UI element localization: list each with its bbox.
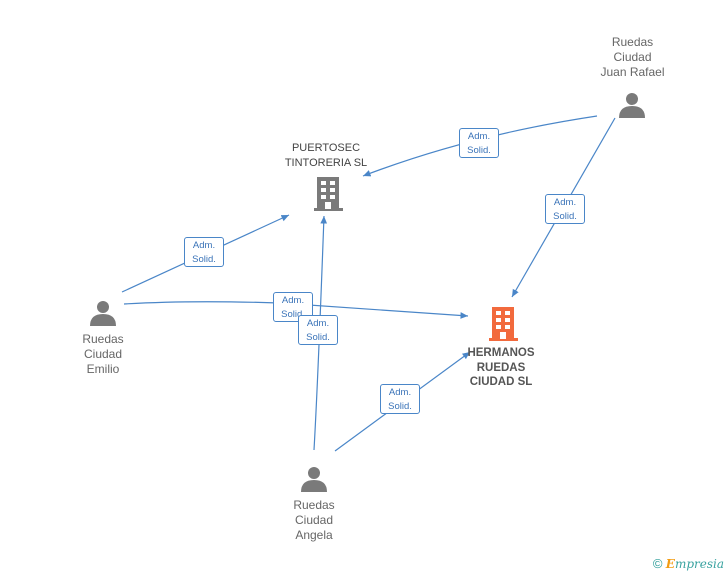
edge-label-juan_rafael-to-puertosec[interactable]: Adm. Solid.: [459, 128, 499, 158]
person-icon[interactable]: [301, 467, 327, 492]
person-icon[interactable]: [90, 301, 116, 326]
edge-label-line1: Adm.: [467, 131, 491, 142]
node-label-emilio: Ruedas Ciudad Emilio: [82, 332, 124, 376]
edge-label-line2: Solid.: [553, 211, 577, 222]
edge-label-line2: Solid.: [388, 401, 412, 412]
node-label-puertosec: PUERTOSEC TINTORERIA SL: [284, 142, 368, 169]
edge-label-emilio-to-puertosec[interactable]: Adm. Solid.: [184, 237, 224, 267]
edge-label-line2: Solid.: [281, 309, 305, 320]
copyright-symbol: ©: [652, 556, 663, 571]
edge-label-line1: Adm.: [388, 387, 412, 398]
edge-label-angela-to-puertosec[interactable]: Adm. Solid.: [298, 315, 338, 345]
edge-angela-to-puertosec: [313, 215, 328, 451]
edge-label-line1: Adm.: [306, 318, 330, 329]
edge-label-line1: Adm.: [281, 295, 305, 306]
edge-label-line2: Solid.: [467, 145, 491, 156]
building-icon[interactable]: [314, 177, 343, 211]
person-icon[interactable]: [619, 93, 645, 118]
edge-label-angela-to-hermanos[interactable]: Adm. Solid.: [380, 384, 420, 414]
edge-emilio-to-hermanos: [123, 301, 469, 319]
edge-label-line2: Solid.: [192, 254, 216, 265]
edge-label-juan_rafael-to-hermanos[interactable]: Adm. Solid.: [545, 194, 585, 224]
edge-label-emilio-to-hermanos[interactable]: Adm. Solid.: [273, 292, 313, 322]
brand-logo[interactable]: Empresia: [665, 557, 724, 571]
node-label-juan-rafael: Ruedas Ciudad Juan Rafael: [600, 35, 665, 79]
edge-label-line2: Solid.: [306, 332, 330, 343]
edge-label-line1: Adm.: [192, 240, 216, 251]
node-label-angela: Ruedas Ciudad Angela: [293, 498, 335, 542]
node-label-hermanos: HERMANOS RUEDAS CIUDAD SL: [467, 347, 535, 388]
footer-brand: © Empresia: [653, 556, 724, 571]
building-icon[interactable]: [489, 307, 518, 341]
edge-label-line1: Adm.: [553, 197, 577, 208]
